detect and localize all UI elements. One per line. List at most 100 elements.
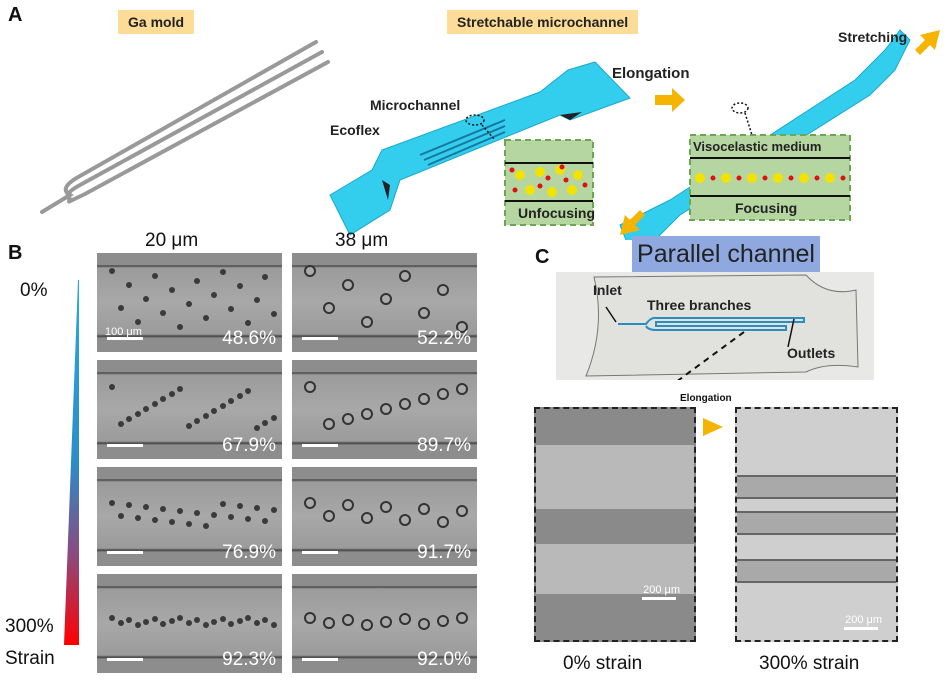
- particle: [437, 388, 449, 400]
- particle: [160, 396, 166, 402]
- particle: [304, 612, 316, 624]
- particle: [117, 620, 124, 626]
- particle: [747, 173, 757, 183]
- microchannel-label: Microchannel: [370, 97, 461, 113]
- particle: [456, 612, 468, 624]
- particle: [177, 386, 183, 392]
- particle: [126, 282, 132, 288]
- particle: [177, 615, 183, 621]
- particle: [788, 175, 794, 181]
- particle: [262, 617, 268, 623]
- particle: [236, 618, 243, 624]
- outlets-label: Outlets: [787, 345, 836, 361]
- device-unstretched: [329, 61, 631, 236]
- particle: [399, 514, 411, 526]
- compress-arrow-icon: [620, 210, 645, 235]
- particle: [194, 510, 200, 516]
- panel-a-illustration: [40, 29, 940, 240]
- particle: [177, 508, 183, 514]
- particle: [323, 617, 335, 629]
- particle: [342, 413, 354, 425]
- micrograph: 48.6%100 μm: [97, 253, 282, 352]
- micrograph: 67.9%: [97, 360, 282, 459]
- particle: [710, 175, 716, 181]
- particle: [535, 167, 545, 177]
- particle: [253, 297, 260, 303]
- scale-bar: [107, 337, 143, 340]
- particle: [160, 310, 166, 316]
- particle: [509, 167, 515, 173]
- particle: [160, 506, 166, 512]
- focusing-percent: 89.7%: [417, 435, 471, 456]
- particle: [342, 614, 354, 626]
- particle: [323, 302, 335, 314]
- focusing-percent: 92.0%: [417, 649, 471, 670]
- micrograph: 92.0%: [292, 574, 477, 673]
- scale-bar: [107, 658, 143, 661]
- particle: [185, 301, 192, 307]
- micrograph: 92.3%: [97, 574, 282, 673]
- particle: [399, 398, 411, 410]
- particle: [361, 619, 373, 631]
- particle: [143, 296, 149, 302]
- particle: [109, 384, 115, 390]
- scale-bar: [302, 444, 338, 447]
- particle: [194, 418, 200, 424]
- particle: [270, 507, 277, 513]
- particle: [219, 403, 226, 409]
- particle: [168, 519, 175, 525]
- parallel-channel-title: Parallel channel: [632, 236, 820, 273]
- focusing-percent: 67.9%: [222, 435, 276, 456]
- focusing-percent: 76.9%: [222, 542, 276, 563]
- particle: [380, 293, 392, 305]
- particle: [456, 505, 468, 517]
- c-scale-right: 200 μm: [845, 614, 882, 626]
- particle: [762, 175, 768, 181]
- particle: [151, 273, 158, 279]
- particle: [126, 416, 132, 422]
- particle: [547, 187, 557, 197]
- particle: [109, 615, 115, 621]
- particle: [840, 175, 846, 181]
- particle: [134, 319, 141, 325]
- particle: [211, 408, 217, 414]
- stretching-arrow-icon: [915, 30, 940, 55]
- scale-bar: [107, 551, 143, 554]
- particle: [270, 415, 277, 421]
- particle: [245, 615, 251, 621]
- branches-label: Three branches: [647, 297, 752, 313]
- particle: [185, 521, 192, 527]
- stretching-label: Stretching: [838, 29, 908, 45]
- scale-label: 100 μm: [105, 326, 142, 338]
- c-arrow-icon: [703, 418, 723, 436]
- particle: [304, 265, 316, 277]
- particle: [695, 173, 705, 183]
- particle: [202, 413, 209, 419]
- device-photo: [556, 272, 874, 411]
- particle: [228, 306, 234, 312]
- particle: [143, 504, 149, 510]
- particle: [545, 175, 551, 181]
- particle: [219, 616, 226, 622]
- ga-mold-tag: Ga mold: [118, 10, 195, 34]
- inset-pointers: [465, 102, 753, 141]
- particle: [236, 283, 243, 289]
- particle: [525, 185, 535, 195]
- particle: [342, 279, 354, 291]
- panel-label-c: C: [535, 246, 550, 268]
- particle: [399, 613, 411, 625]
- focusing-label: Focusing: [735, 200, 798, 216]
- particle: [194, 278, 200, 284]
- particle: [228, 398, 234, 404]
- inlet-label: Inlet: [593, 282, 622, 298]
- particle: [151, 616, 158, 622]
- focusing-percent: 91.7%: [417, 542, 471, 563]
- particle: [573, 170, 583, 180]
- particle: [721, 173, 731, 183]
- caption-0-strain: 0% strain: [563, 653, 643, 674]
- particle: [126, 502, 132, 508]
- particle: [151, 401, 158, 407]
- particle: [185, 620, 192, 626]
- strain-top: 0%: [20, 280, 48, 301]
- particle: [143, 406, 149, 412]
